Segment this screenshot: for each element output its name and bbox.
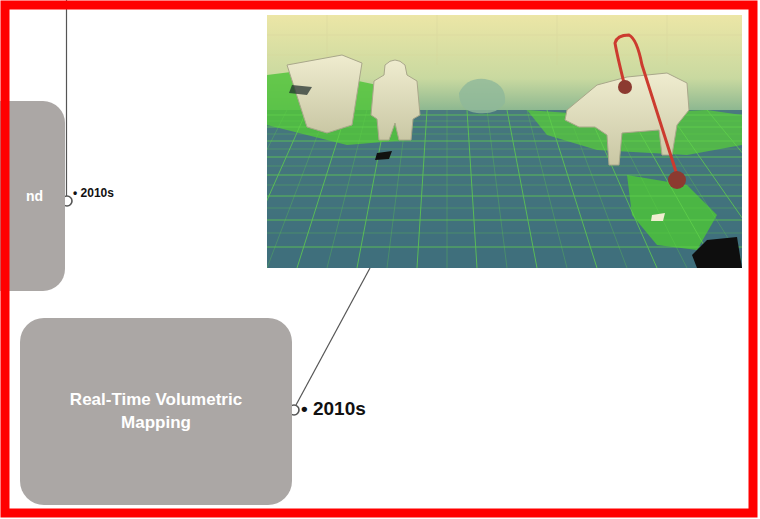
couch-object	[287, 55, 362, 133]
red-frame-border	[5, 5, 753, 513]
scene-ground	[267, 15, 742, 268]
box-label: Real-Time Volumetric Mapping	[44, 389, 269, 435]
leader-line	[296, 268, 370, 405]
timeline-line	[66, 0, 67, 196]
trajectory-path	[615, 35, 677, 175]
dark-patch	[692, 237, 742, 268]
box-label: nd	[26, 187, 43, 206]
light-patch	[651, 213, 665, 221]
trajectory-end	[668, 171, 686, 189]
person-object	[371, 60, 420, 140]
voxel-map-illustration	[267, 15, 742, 268]
dark-patch	[289, 85, 312, 95]
dark-patch	[375, 151, 392, 160]
trajectory-start	[618, 80, 632, 94]
blob-object	[459, 79, 505, 114]
date-label: • 2010s	[73, 186, 114, 200]
process-box: Real-Time Volumetric Mapping	[20, 318, 292, 505]
process-box: nd	[0, 101, 65, 291]
date-label: • 2010s	[301, 398, 366, 420]
